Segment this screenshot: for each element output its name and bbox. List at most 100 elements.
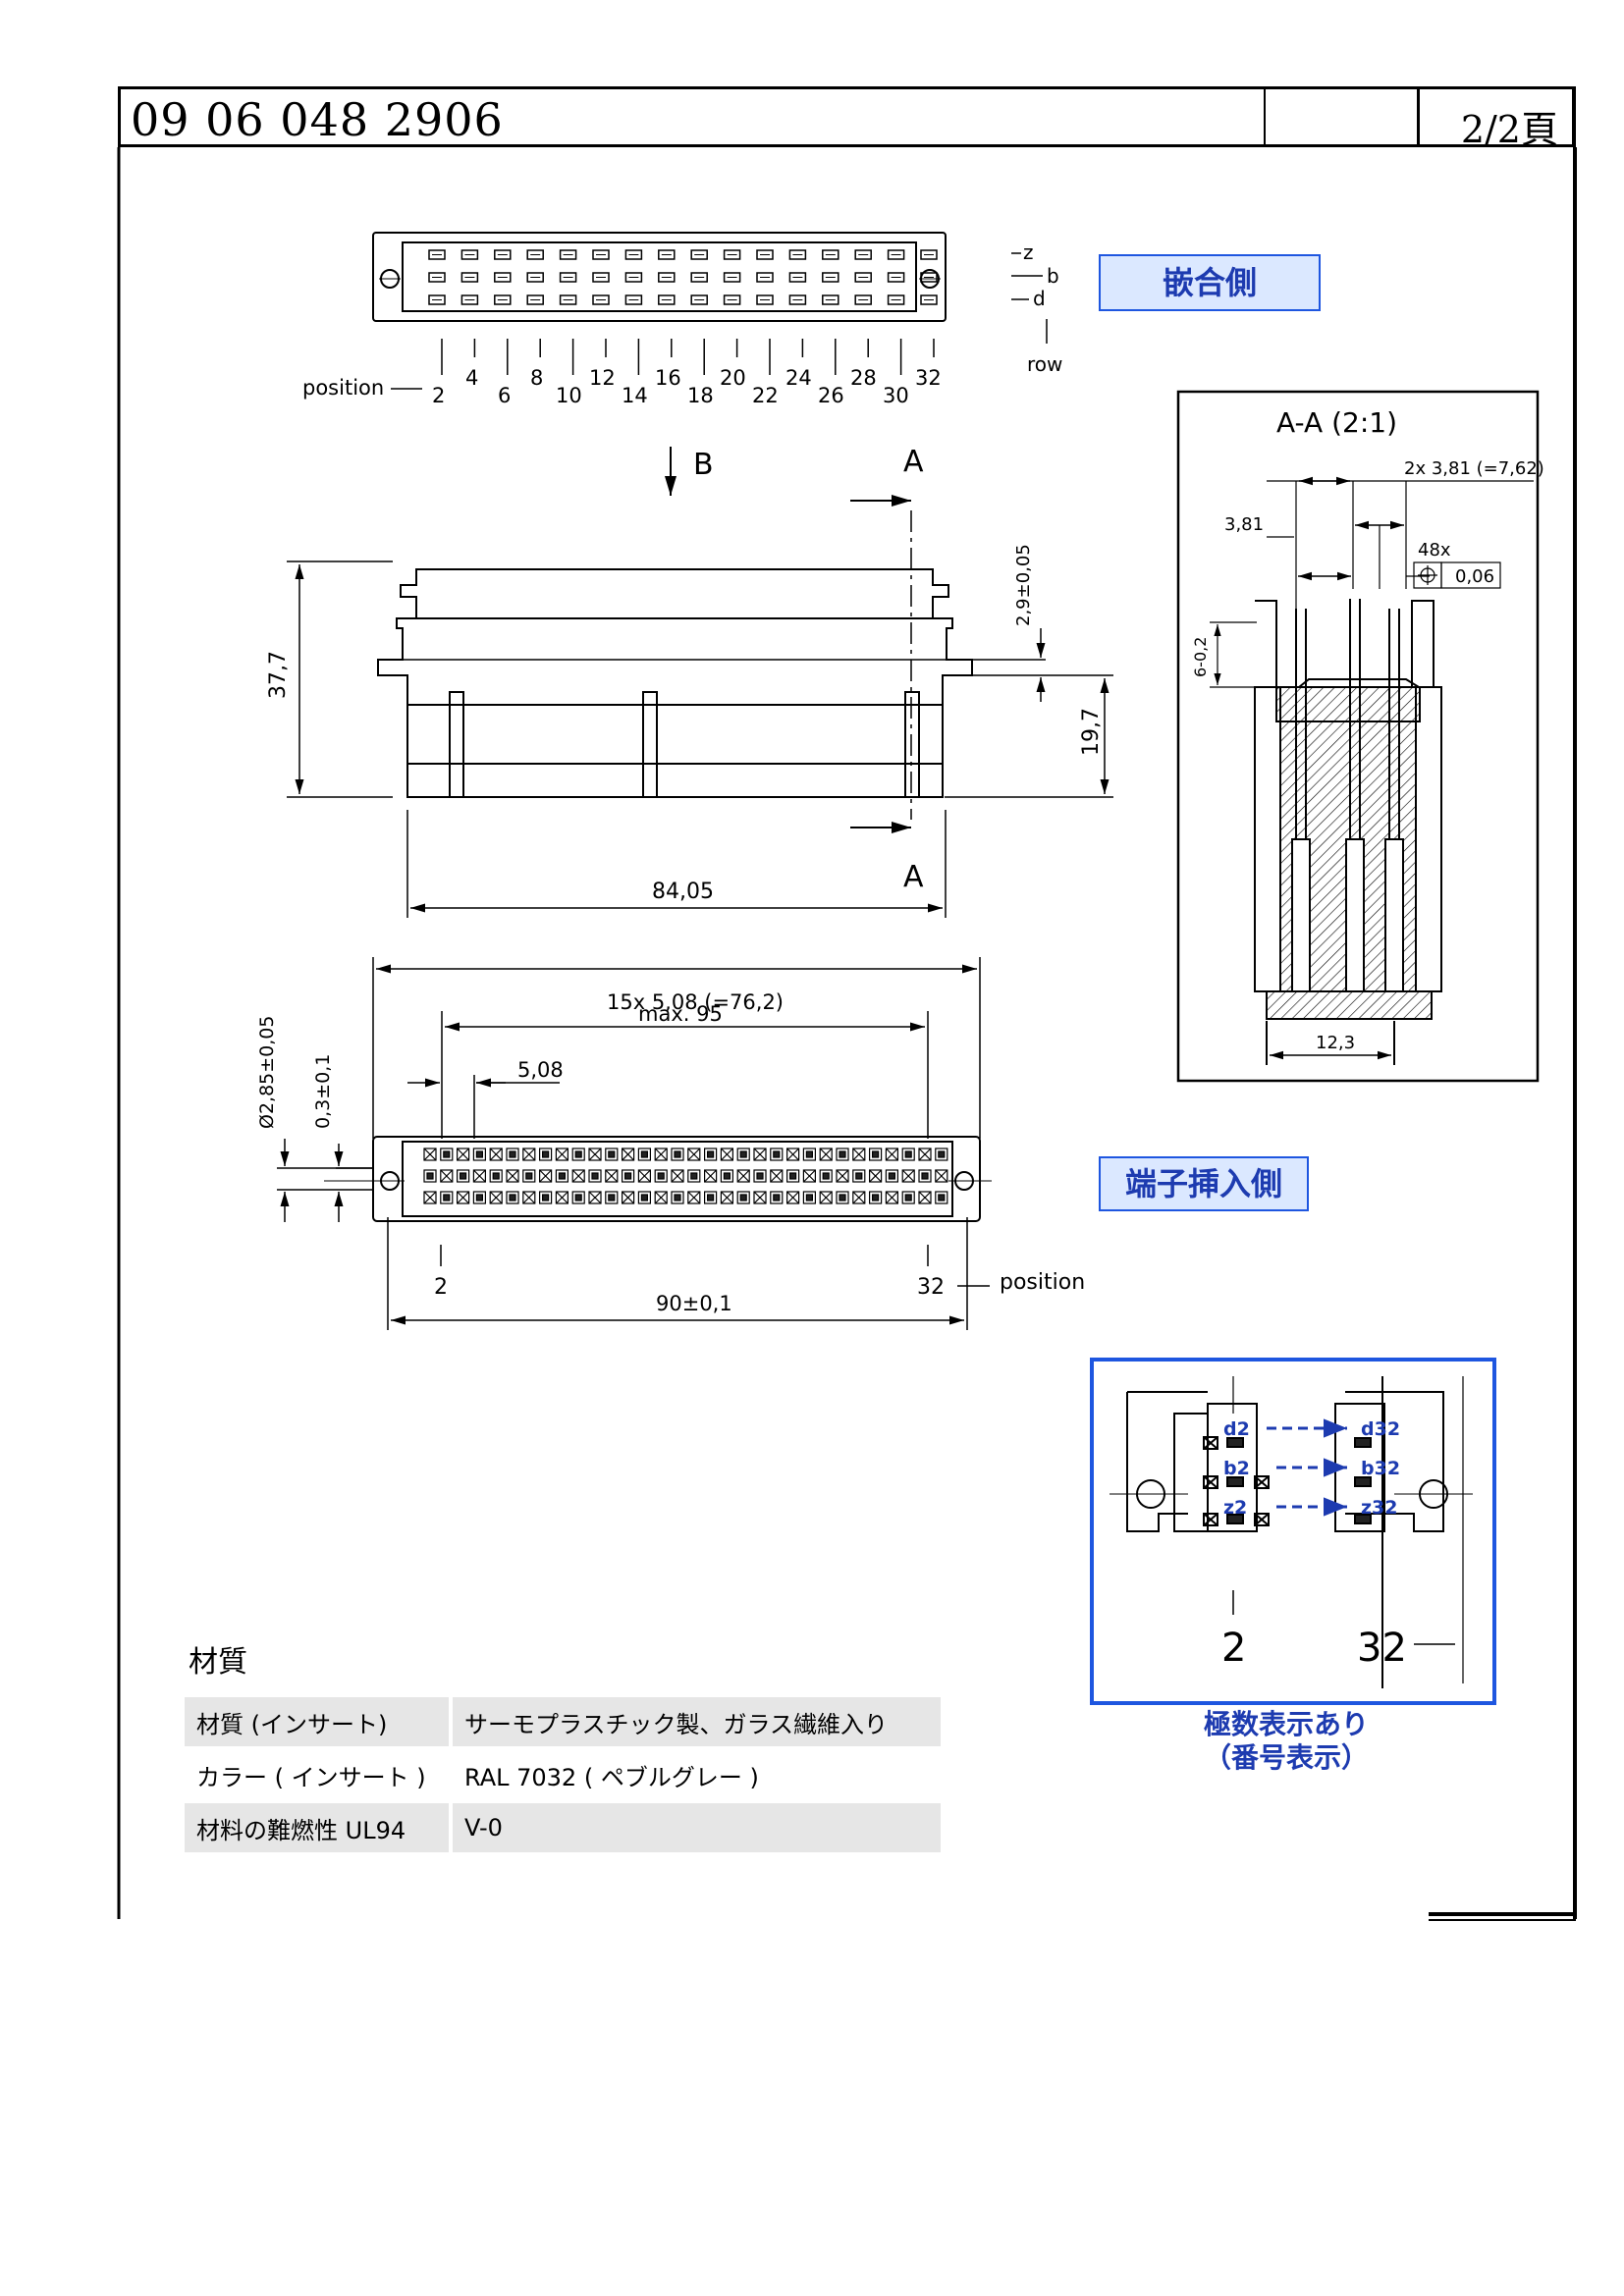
terminal-cell (621, 1148, 635, 1161)
materials-table: 材質 (インサート) サーモプラスチック製、ガラス繊維入り カラー ( インサー… (185, 1693, 941, 1856)
terminal-pin (608, 1150, 616, 1158)
page-frame (117, 147, 1577, 1921)
position-numbers-top: 2 6 10 14 18 22 26 30 4 8 12 16 20 24 28… (432, 366, 942, 407)
terminal-cell (935, 1148, 948, 1161)
pos-num: 2 (432, 384, 445, 407)
terminal-cell (703, 1191, 718, 1204)
terminal-cell (918, 1148, 932, 1161)
terminal-cross (539, 1169, 553, 1183)
row-caption: row (1027, 352, 1062, 376)
contact-hole (592, 249, 610, 260)
row-label-d: d (1033, 287, 1046, 310)
terminal-pin (443, 1150, 451, 1158)
terminal-cell (506, 1191, 519, 1204)
view-b-label: B (693, 448, 714, 482)
pos-num: 32 (915, 366, 942, 390)
terminal-pin (938, 1150, 946, 1158)
material-key: 材料の難燃性 UL94 (185, 1803, 453, 1852)
terminal-cell (423, 1169, 437, 1183)
terminal-cross (423, 1191, 437, 1204)
contact-hole (854, 249, 872, 260)
terminal-cell (654, 1169, 668, 1183)
dim-mount-spacing: 90±0,1 (656, 1292, 732, 1315)
bottom-dimensions (277, 957, 981, 1330)
row-leaders (1011, 252, 1048, 344)
terminal-cell (852, 1191, 866, 1204)
terminal-pin (904, 1194, 912, 1201)
bottom-pos-2: 2 (434, 1275, 448, 1300)
terminal-cell (605, 1148, 619, 1161)
terminal-cross (786, 1148, 800, 1161)
terminal-pin (475, 1194, 483, 1201)
contact-hole (494, 249, 512, 260)
position-ticks (441, 339, 935, 375)
terminal-pin (591, 1172, 599, 1180)
terminal-side-view (324, 1136, 992, 1222)
contact-hole (428, 294, 446, 305)
contact-hole (624, 272, 643, 283)
terminal-cell (538, 1148, 553, 1161)
terminal-side-callout: 端子挿入側 (1099, 1156, 1309, 1211)
contact-hole (658, 272, 676, 283)
row-label-z: z (1023, 240, 1034, 264)
terminal-cell (785, 1148, 800, 1161)
terminal-cross (753, 1148, 767, 1161)
contact-hole (788, 249, 807, 260)
terminal-cross (671, 1169, 684, 1183)
material-value: V-0 (453, 1803, 941, 1852)
polarity-detail: d2 b2 z2 d32 b32 z32 2 32 (1090, 1358, 1496, 1705)
terminal-cross (720, 1191, 733, 1204)
contact-hole (788, 294, 807, 305)
section-count: 48x (1418, 540, 1451, 561)
terminal-pin (723, 1172, 731, 1180)
terminal-cell (901, 1148, 915, 1161)
contact-holes-mating (428, 249, 938, 305)
contact-hole (658, 294, 676, 305)
section-pin-length: 6-0,2 (1191, 637, 1210, 677)
contact-hole (494, 272, 512, 283)
terminal-pin (839, 1194, 846, 1201)
terminal-cross (786, 1191, 800, 1204)
terminal-cell (472, 1191, 486, 1204)
terminal-cross (472, 1169, 486, 1183)
contact-hole (920, 272, 938, 283)
terminal-cell (637, 1191, 652, 1204)
terminal-pin (574, 1150, 582, 1158)
contact-hole (559, 294, 577, 305)
terminal-cross (588, 1191, 602, 1204)
terminal-cell (703, 1148, 718, 1161)
material-value: RAL 7032 ( ペブルグレー ) (464, 1763, 759, 1791)
pos-num: 4 (465, 366, 478, 390)
terminal-cell (720, 1148, 734, 1161)
terminal-cell (605, 1169, 619, 1183)
terminal-cell (588, 1191, 602, 1204)
terminal-pin (558, 1172, 567, 1180)
title-block-divider-1 (1264, 89, 1266, 144)
terminal-cell (605, 1191, 619, 1204)
title-block-divider-2 (1417, 89, 1420, 144)
dim-offset: 2,9±0,05 (1013, 544, 1034, 626)
terminal-cross (555, 1191, 568, 1204)
pos-num: 30 (883, 384, 909, 407)
terminal-cell (885, 1148, 899, 1161)
terminal-pin (623, 1172, 632, 1180)
terminal-cross (687, 1148, 701, 1161)
contact-hole (460, 249, 479, 260)
terminal-pin (706, 1194, 715, 1201)
terminal-pin (921, 1172, 929, 1180)
terminal-pin (492, 1172, 500, 1180)
terminal-cross (522, 1148, 536, 1161)
terminal-pin (475, 1150, 483, 1158)
contact-hole (428, 272, 446, 283)
terminal-cell (621, 1169, 635, 1183)
polarity-label-d32: d32 (1361, 1418, 1400, 1440)
terminal-cell (522, 1148, 536, 1161)
terminal-cross (901, 1169, 915, 1183)
terminal-cell (868, 1169, 883, 1183)
contact-hole (756, 249, 774, 260)
terminal-pin (739, 1150, 747, 1158)
position-caption-bottom: position (1000, 1270, 1085, 1295)
terminal-cell (489, 1148, 503, 1161)
contact-hole (526, 249, 544, 260)
